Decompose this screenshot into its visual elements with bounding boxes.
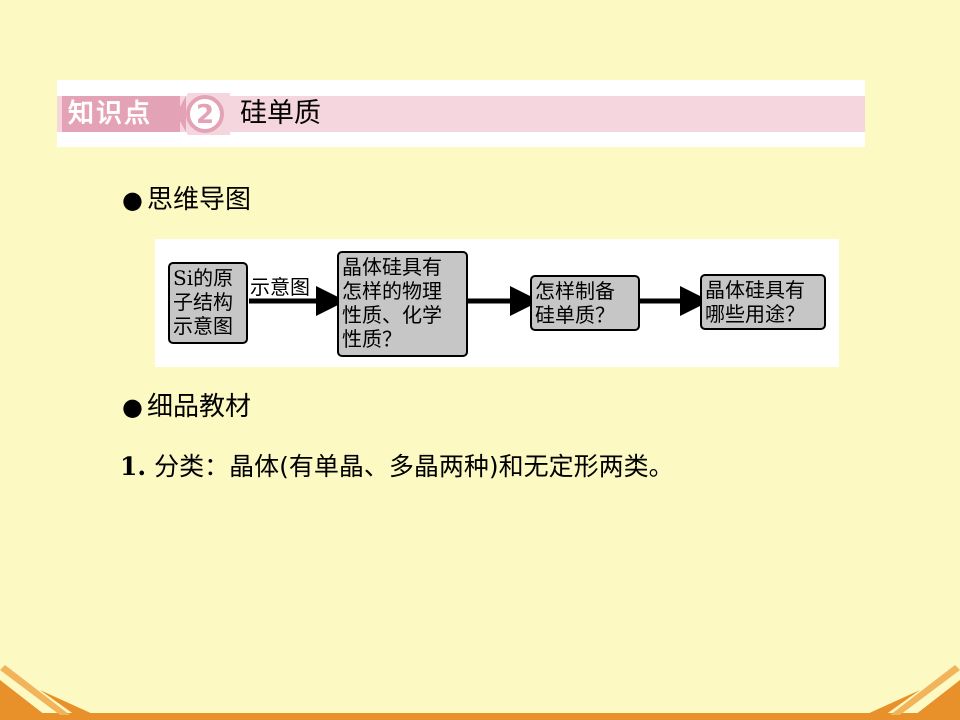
bullet-icon: ● [122, 186, 143, 214]
node-uses: 晶体硅具有 哪些用途？ [700, 274, 826, 330]
knowledge-point-number: 2 [196, 100, 214, 130]
section-heading-text: 细品教材 [146, 392, 251, 422]
point-separator: . [137, 452, 147, 481]
section-heading-mindmap: ●思维导图 [122, 182, 251, 218]
node-preparation: 怎样制备 硅单质？ [530, 275, 640, 331]
section-heading-textbook: ●细品教材 [122, 389, 251, 425]
knowledge-point-number-badge: 2 [176, 93, 230, 135]
arrow-label-diagram: 示意图 [250, 275, 310, 299]
knowledge-point-tag: 知识点 [62, 96, 180, 132]
page-title: 硅单质 [240, 98, 321, 129]
point-1: 1. 分类：晶体(有单晶、多晶两种)和无定形两类。 [120, 450, 674, 484]
mind-map-arrows [249, 286, 710, 316]
node-si-structure: Si的原 子结构 示意图 [168, 262, 248, 344]
point-text: 分类：晶体(有单晶、多晶两种)和无定形两类。 [154, 452, 674, 481]
footer-decoration [0, 665, 960, 720]
mind-map: Si的原 子结构 示意图 示意图 晶体硅具有 怎样的物理 性质、化学 性质？ 怎… [155, 239, 839, 367]
section-heading-text: 思维导图 [146, 185, 251, 215]
bullet-icon: ● [122, 393, 143, 421]
node-properties: 晶体硅具有 怎样的物理 性质、化学 性质？ [337, 251, 468, 357]
point-number: 1 [120, 452, 138, 481]
